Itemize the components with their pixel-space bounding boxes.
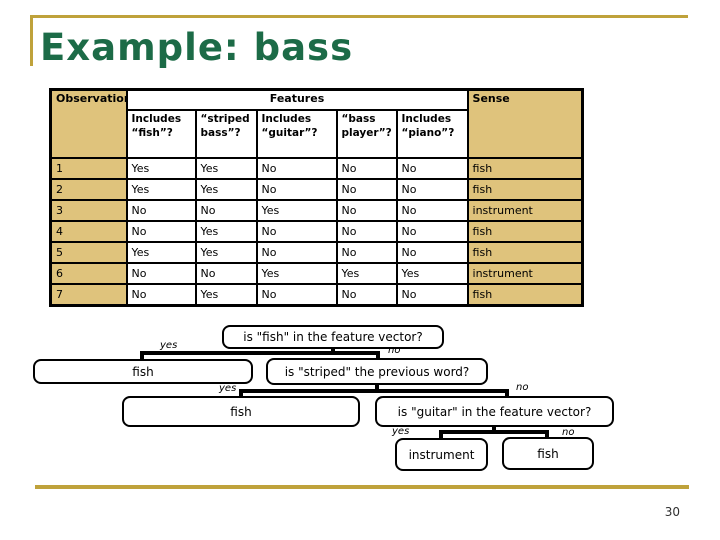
tree-connector [505,391,509,397]
tree-node-question-striped: is "striped" the previous word? [266,358,488,385]
obs-number: 4 [49,220,128,243]
sense-value: fish [466,157,584,180]
cell-value: No [125,283,197,307]
slide-title: Example: bass [40,26,354,69]
cell-value: No [395,199,469,222]
tree-node-question-fish: is "fish" in the feature vector? [222,325,444,349]
cell-value: Yes [194,241,258,264]
cell-value: Yes [194,178,258,201]
cell-value: No [335,199,398,222]
cell-value: No [395,220,469,243]
sense-value: fish [466,178,584,201]
obs-number: 6 [49,262,128,285]
col-header-includes-piano: Includes “piano”? [395,109,469,159]
col-header-striped-bass: “striped bass”? [194,109,258,159]
tree-connector [239,389,509,393]
obs-number: 5 [49,241,128,264]
obs-number: 2 [49,178,128,201]
col-header-bass-player: “bass player”? [335,109,398,159]
edge-label-no: no [562,427,575,438]
cell-value: No [255,283,338,307]
obs-number: 1 [49,157,128,180]
tree-connector [140,353,144,361]
title-accent-rule [30,15,33,66]
edge-label-yes: yes [160,340,178,351]
cell-value: No [395,178,469,201]
cell-value: Yes [125,241,197,264]
table-row: 6 No No Yes Yes Yes instrument [49,262,584,285]
obs-number: 7 [49,283,128,307]
edge-label-yes: yes [219,383,237,394]
cell-value: No [395,241,469,264]
cell-value: No [194,262,258,285]
cell-value: Yes [335,262,398,285]
sense-value: fish [466,283,584,307]
cell-value: No [335,241,398,264]
tree-node-leaf-fish: fish [122,396,360,427]
cell-value: Yes [125,178,197,201]
sense-value: instrument [466,262,584,285]
cell-value: No [335,157,398,180]
tree-node-leaf-fish: fish [33,359,253,384]
cell-value: No [125,199,197,222]
top-rule [30,15,688,18]
table-subheader-row: Includes “fish”? “striped bass”? Include… [51,109,583,159]
cell-value: No [255,157,338,180]
table-row: 2 Yes Yes No No No fish [49,178,584,201]
sense-value: instrument [466,199,584,222]
table-row: 7 No Yes No No No fish [49,283,584,307]
table-row: 3 No No Yes No No instrument [49,199,584,222]
cell-value: No [125,220,197,243]
cell-value: No [395,157,469,180]
cell-value: No [255,178,338,201]
tree-connector [140,351,380,355]
table-row: 1 Yes Yes No No No fish [49,157,584,180]
sense-value: fish [466,241,584,264]
tree-node-leaf-fish: fish [502,437,594,470]
tree-node-leaf-instrument: instrument [395,438,488,471]
cell-value: No [194,199,258,222]
cell-value: No [395,283,469,307]
cell-value: No [335,283,398,307]
tree-node-question-guitar: is "guitar" in the feature vector? [375,396,614,427]
cell-value: No [125,262,197,285]
cell-value: Yes [255,262,338,285]
bottom-rule [35,485,689,489]
col-header-includes-fish: Includes “fish”? [125,109,197,159]
table-row: 5 Yes Yes No No No fish [49,241,584,264]
cell-value: Yes [194,220,258,243]
cell-value: No [335,220,398,243]
edge-label-no: no [388,345,401,356]
col-header-includes-guitar: Includes “guitar”? [255,109,338,159]
col-header-features: Features [125,88,469,111]
cell-value: Yes [255,199,338,222]
tree-connector [492,426,496,432]
tree-connector [239,391,243,397]
sense-value: fish [466,220,584,243]
tree-connector [375,384,379,392]
cell-value: Yes [395,262,469,285]
cell-value: No [255,220,338,243]
cell-value: Yes [194,283,258,307]
tree-connector [439,432,443,439]
col-header-observation: Observation [49,88,128,159]
cell-value: Yes [125,157,197,180]
cell-value: Yes [194,157,258,180]
tree-connector [376,353,380,360]
cell-value: No [335,178,398,201]
edge-label-yes: yes [392,426,410,437]
cell-value: No [255,241,338,264]
table-header-row: Observation Features Sense [49,88,584,159]
tree-connector [545,432,549,438]
observation-table: Observation Features Sense Includes “fis… [49,88,585,307]
table-row: 4 No Yes No No No fish [49,220,584,243]
col-header-sense: Sense [466,88,584,159]
page-number: 30 [664,505,680,519]
obs-number: 3 [49,199,128,222]
tree-connector [439,430,549,434]
edge-label-no: no [516,382,529,393]
